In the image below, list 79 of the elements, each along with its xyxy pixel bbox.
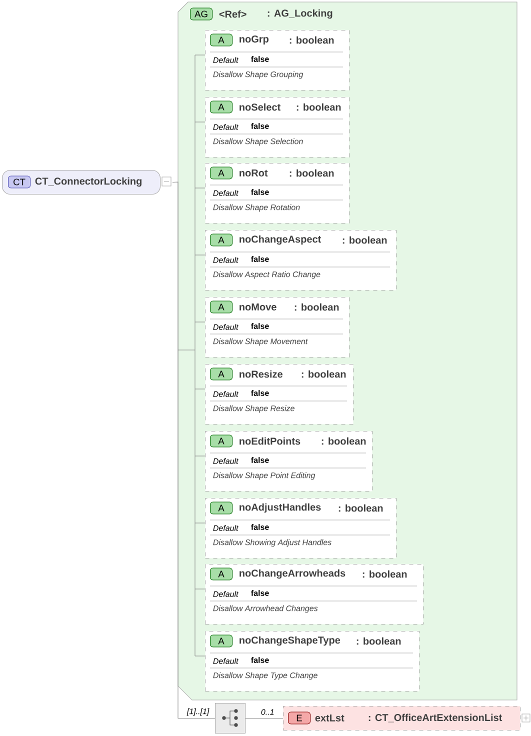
- multiplicity-label: [1]..[1]: [186, 708, 210, 716]
- type-name: : CT_OfficeArtExtensionList: [368, 714, 502, 722]
- type-name: : boolean: [290, 169, 334, 177]
- attribute-name: noGrp: [240, 35, 268, 45]
- default-value: false: [251, 189, 269, 195]
- default-value: false: [251, 590, 269, 596]
- default-label: Default: [213, 458, 239, 464]
- type-badge: A: [210, 502, 233, 514]
- type-name: : boolean: [338, 504, 383, 512]
- type-badge: A: [210, 568, 233, 580]
- attribute-name: noEditPoints: [240, 437, 300, 445]
- description: Disallow Shape Rotation: [213, 204, 300, 212]
- description: Disallow Showing Adjust Handles: [213, 539, 332, 547]
- attribute-name: noChangeArrowheads: [240, 569, 346, 579]
- connector-line: [194, 54, 206, 56]
- type-name: : boolean: [322, 437, 366, 445]
- default-label: Default: [213, 525, 239, 531]
- type-badge: A: [210, 166, 233, 180]
- description: Disallow Shape Resize: [213, 405, 294, 413]
- type-name: : boolean: [302, 370, 346, 378]
- description: Disallow Shape Grouping: [213, 71, 304, 79]
- type-badge: A: [210, 100, 233, 114]
- attribute-name: noResize: [240, 370, 282, 378]
- default-label: Default: [213, 658, 239, 664]
- description: Disallow Shape Movement: [213, 338, 308, 346]
- default-label: Default: [213, 57, 239, 63]
- default-value: false: [251, 323, 269, 329]
- type-name: : AG_Locking: [268, 9, 332, 19]
- connector-line: [194, 254, 206, 256]
- default-label: Default: [213, 190, 239, 196]
- default-value: false: [251, 56, 269, 62]
- type-badge: CT: [8, 176, 31, 188]
- connector-line: [194, 522, 206, 524]
- attribute-name: noAdjustHandles: [240, 503, 321, 513]
- connector-line: [194, 588, 206, 590]
- default-label: Default: [213, 124, 239, 130]
- element-name: extLst: [315, 714, 344, 722]
- attribute-name: noSelect: [240, 103, 280, 111]
- default-value: false: [251, 123, 269, 129]
- type-badge: E: [288, 712, 311, 724]
- type-name: : boolean: [362, 570, 407, 578]
- default-label: Default: [213, 391, 239, 397]
- default-value: false: [251, 524, 269, 530]
- default-label: Default: [213, 257, 239, 263]
- type-badge: A: [210, 434, 233, 448]
- description: Disallow Shape Type Change: [213, 672, 318, 680]
- type-name: CT_ConnectorLocking: [35, 177, 142, 187]
- attribute-name: noRot: [240, 170, 268, 176]
- type-name: : boolean: [290, 36, 334, 44]
- default-label: Default: [213, 324, 239, 330]
- reference-label: <Ref>: [219, 10, 246, 18]
- type-badge: A: [210, 634, 233, 648]
- description: Disallow Shape Selection: [213, 138, 303, 146]
- connector-line: [194, 388, 206, 390]
- default-label: Default: [213, 591, 239, 597]
- description: Disallow Aspect Ratio Change: [213, 271, 320, 279]
- description: Disallow Arrowhead Changes: [213, 605, 318, 613]
- type-badge: AG: [190, 8, 213, 20]
- connector-line: [172, 182, 178, 350]
- default-value: false: [251, 457, 269, 463]
- type-badge: A: [210, 368, 233, 380]
- description: Disallow Shape Point Editing: [213, 472, 316, 480]
- type-name: : boolean: [356, 637, 401, 645]
- connector-line: [178, 350, 216, 719]
- connector-line: [194, 54, 196, 656]
- multiplicity-label: 0..1: [261, 709, 274, 715]
- default-value: false: [251, 256, 269, 262]
- attribute-name: noChangeShapeType: [240, 636, 340, 646]
- type-badge: A: [210, 34, 233, 46]
- default-value: false: [251, 390, 269, 396]
- attribute-name: noChangeAspect: [240, 235, 322, 245]
- connector-line: [245, 718, 284, 719]
- type-name: : boolean: [294, 303, 339, 311]
- type-badge: A: [210, 234, 233, 246]
- default-value: false: [251, 657, 269, 663]
- attribute-name: noMove: [240, 304, 276, 310]
- type-name: : boolean: [296, 103, 341, 111]
- type-badge: A: [210, 300, 233, 314]
- type-name: : boolean: [342, 236, 387, 244]
